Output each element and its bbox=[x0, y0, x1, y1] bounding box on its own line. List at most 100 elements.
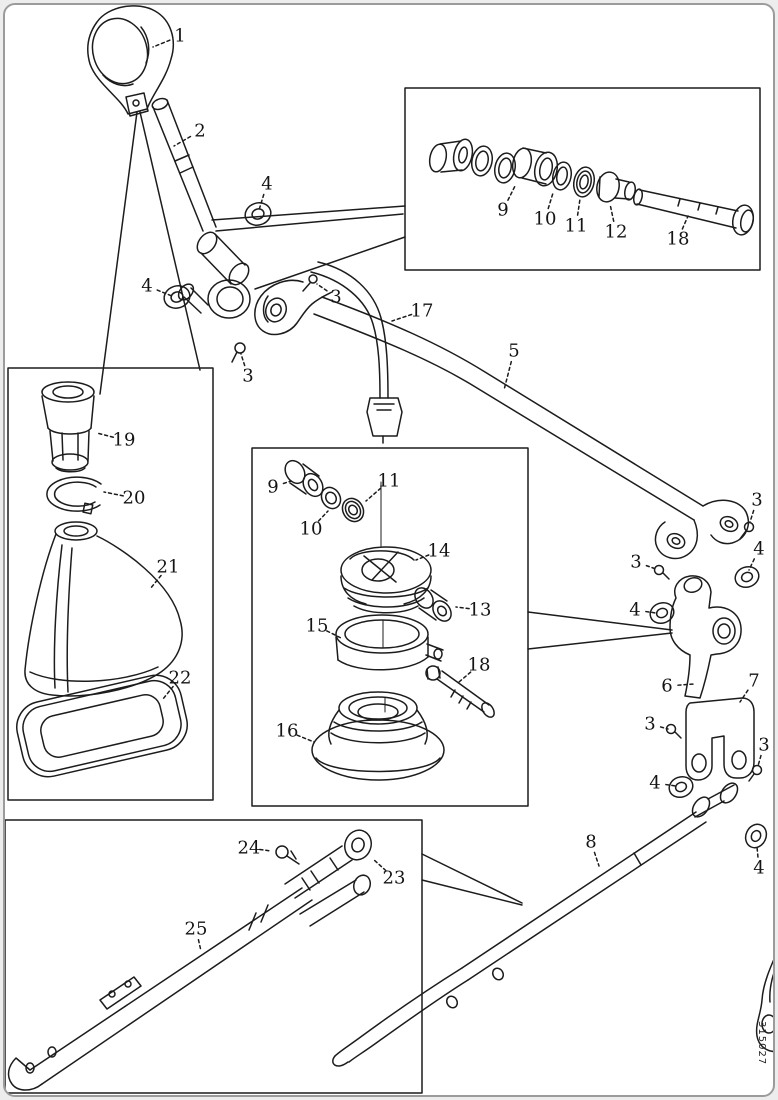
callout-leader-11 bbox=[365, 487, 382, 502]
callout-label-3: 3 bbox=[330, 287, 341, 308]
callout-leader-4 bbox=[665, 783, 677, 787]
callout-label-23: 23 bbox=[383, 868, 406, 889]
drawing-number: 315027 bbox=[756, 1020, 767, 1065]
callout-leader-4 bbox=[258, 193, 265, 211]
flyout-wedge-line-4 bbox=[254, 236, 406, 290]
callout-leader-5 bbox=[503, 360, 513, 391]
callout-label-18: 18 bbox=[468, 655, 491, 676]
callout-label-11: 11 bbox=[565, 216, 588, 237]
shift-cable bbox=[310, 261, 403, 444]
callout-label-4: 4 bbox=[753, 858, 764, 879]
callout-label-22: 22 bbox=[169, 668, 192, 689]
callout-label-1: 1 bbox=[174, 26, 185, 47]
callout-label-4: 4 bbox=[141, 276, 152, 297]
callout-label-3: 3 bbox=[644, 714, 655, 735]
callout-leader-17 bbox=[391, 313, 413, 322]
flyout-wedge-line-7 bbox=[421, 853, 523, 904]
callout-label-19: 19 bbox=[113, 430, 136, 451]
callout-leader-21 bbox=[149, 574, 162, 590]
callout-label-2: 2 bbox=[194, 121, 205, 142]
flyout-wedge-line-8 bbox=[421, 879, 523, 906]
callout-leader-3 bbox=[645, 564, 657, 570]
callout-leader-7 bbox=[739, 689, 749, 703]
callout-leader-4 bbox=[156, 289, 173, 297]
callout-leader-22 bbox=[162, 685, 174, 700]
callout-label-3: 3 bbox=[758, 735, 769, 756]
inset-box-shift-rod-detail bbox=[5, 819, 423, 1094]
callout-leader-2 bbox=[173, 135, 192, 147]
inset-box-knob-boot-detail bbox=[7, 367, 214, 801]
callout-leader-6 bbox=[677, 683, 695, 686]
callout-label-7: 7 bbox=[748, 671, 759, 692]
upper-link-rod bbox=[215, 213, 404, 232]
callout-leader-3 bbox=[757, 754, 762, 767]
callout-label-20: 20 bbox=[123, 488, 146, 509]
callout-label-10: 10 bbox=[300, 519, 323, 540]
flyout-wedge-line-2 bbox=[139, 111, 201, 371]
ball-socket-parts bbox=[284, 459, 495, 781]
callout-leader-3 bbox=[749, 509, 755, 523]
callout-leader-20 bbox=[103, 491, 124, 497]
rear-shift-rod-parts bbox=[7, 829, 372, 1091]
callout-leader-16 bbox=[296, 734, 315, 743]
callout-label-9: 9 bbox=[267, 477, 278, 498]
callout-label-10: 10 bbox=[534, 209, 557, 230]
callout-leader-25 bbox=[197, 938, 202, 952]
callout-label-3: 3 bbox=[751, 490, 762, 511]
flyout-wedge-line-3 bbox=[211, 205, 406, 221]
bellcrank-assembly bbox=[649, 521, 768, 849]
callout-leader-4 bbox=[645, 610, 657, 614]
callout-label-4: 4 bbox=[261, 174, 272, 195]
front-shift-rod bbox=[231, 274, 750, 560]
shift-knob bbox=[87, 5, 175, 117]
callout-label-3: 3 bbox=[630, 552, 641, 573]
callout-label-4: 4 bbox=[629, 600, 640, 621]
callout-leader-12 bbox=[609, 203, 615, 222]
callout-label-21: 21 bbox=[157, 557, 180, 578]
callout-label-17: 17 bbox=[411, 301, 434, 322]
knob-boot-parts bbox=[16, 381, 188, 778]
callout-leader-4 bbox=[756, 846, 759, 858]
callout-label-4: 4 bbox=[753, 539, 764, 560]
callout-label-12: 12 bbox=[605, 222, 628, 243]
parts-diagram-artwork: 1244331753344673348491011121819202122911… bbox=[5, 5, 773, 1094]
callout-leader-9 bbox=[282, 480, 292, 485]
callout-label-5: 5 bbox=[508, 341, 519, 362]
callout-leader-19 bbox=[96, 432, 115, 438]
callout-leader-3 bbox=[659, 726, 669, 730]
callout-leader-13 bbox=[455, 606, 470, 610]
flyout-wedge-line-6 bbox=[527, 632, 673, 650]
callout-leader-11 bbox=[576, 198, 581, 216]
callout-label-6: 6 bbox=[661, 676, 672, 697]
callout-leader-15 bbox=[326, 630, 342, 639]
callout-label-15: 15 bbox=[306, 616, 329, 637]
inset-box-pivot-pin-detail bbox=[404, 87, 761, 271]
callout-label-25: 25 bbox=[185, 919, 208, 940]
callout-label-9: 9 bbox=[497, 200, 508, 221]
callout-leader-1 bbox=[152, 39, 171, 48]
callout-label-18: 18 bbox=[667, 229, 690, 250]
callout-leader-10 bbox=[547, 192, 554, 210]
callout-label-11: 11 bbox=[378, 471, 401, 492]
callout-leader-8 bbox=[593, 851, 600, 867]
callout-leader-3 bbox=[316, 283, 328, 292]
callout-leader-10 bbox=[317, 510, 329, 522]
callout-leader-18 bbox=[681, 215, 689, 230]
callout-label-16: 16 bbox=[276, 721, 299, 742]
pivot-pin-parts bbox=[428, 138, 755, 236]
callout-leader-18 bbox=[458, 671, 472, 683]
inset-box-ball-socket-detail bbox=[251, 447, 529, 807]
callout-leader-9 bbox=[507, 185, 516, 201]
callout-label-8: 8 bbox=[585, 832, 596, 853]
callout-label-4: 4 bbox=[649, 773, 660, 794]
flyout-wedge-line-1 bbox=[99, 111, 138, 395]
callout-leader-24 bbox=[259, 848, 272, 852]
callout-label-13: 13 bbox=[469, 600, 492, 621]
flyout-wedge-line-5 bbox=[527, 611, 673, 631]
callout-leader-14 bbox=[415, 554, 430, 561]
callout-label-3: 3 bbox=[242, 366, 253, 387]
callout-leader-3 bbox=[240, 353, 246, 367]
